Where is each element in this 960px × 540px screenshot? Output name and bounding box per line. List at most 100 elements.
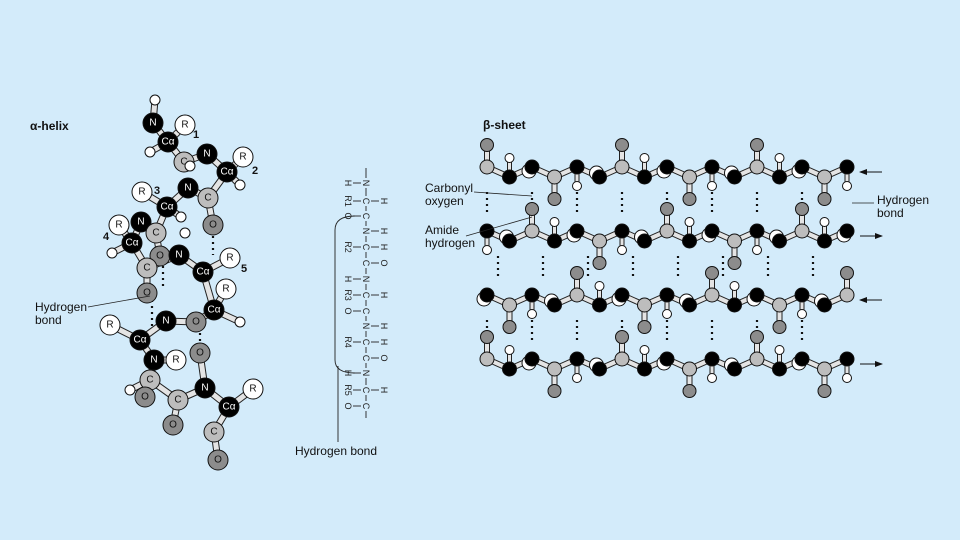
beta-strand-2	[479, 202, 855, 270]
r-group-label: R	[222, 284, 229, 295]
r-group-label: R	[106, 320, 113, 331]
alpha-carbon-atom	[192, 261, 214, 283]
carbonyl-carbon-atom	[682, 169, 697, 185]
nitrogen-atom	[592, 169, 607, 185]
chain-atom-bg	[361, 178, 371, 188]
hydrogen-atom	[639, 153, 650, 163]
carbonyl-carbon-atom	[136, 257, 158, 279]
r-group-label: R	[138, 187, 145, 198]
carbonyl-carbon-atom	[479, 159, 495, 175]
sheet-strands	[476, 138, 855, 398]
nitrogen-atom	[547, 297, 562, 313]
chain-atom: N	[361, 370, 371, 377]
chain-atom-bg	[361, 321, 371, 331]
hydrogen-atom	[504, 345, 515, 355]
hydrogen-atom	[617, 245, 627, 255]
nitrogen-atom	[177, 177, 199, 199]
alpha-carbon-label: Cα	[160, 202, 173, 213]
r-group-atom	[165, 349, 187, 371]
chain-atom-bg	[361, 226, 371, 236]
nitrogen-atom	[502, 233, 517, 249]
carbonyl-carbon-label: C	[210, 427, 217, 438]
chain-atom: C	[361, 198, 371, 205]
oxygen-atom	[660, 202, 674, 216]
chain-atom: N	[361, 276, 371, 283]
alpha-carbon-atom	[156, 196, 178, 218]
r-group-label: R	[226, 253, 233, 264]
hydrogen-atom	[594, 281, 605, 291]
oxygen-atom	[480, 138, 494, 152]
oxygen-atom	[207, 449, 229, 471]
carbonyl-carbon-label: C	[180, 157, 187, 168]
residue-number-4: 4	[103, 231, 110, 243]
oxygen-atom	[134, 386, 156, 408]
oxygen-atom	[189, 342, 211, 364]
chain-atom: C	[361, 387, 371, 394]
r-group-label: R	[172, 355, 179, 366]
oxygen-label: O	[209, 220, 217, 231]
carbonyl-carbon-atom	[547, 361, 562, 377]
oxygen-atom	[795, 202, 809, 216]
nitrogen-atom	[592, 297, 607, 313]
nitrogen-atom	[839, 351, 855, 367]
alpha-carbon-atom	[121, 232, 143, 254]
residue-number-3: 3	[154, 185, 160, 197]
nitrogen-atom	[143, 349, 165, 371]
chain-atom: C	[361, 244, 371, 251]
nitrogen-atom	[682, 297, 697, 313]
oxygen-atom	[772, 320, 787, 334]
nitrogen-atom	[196, 143, 218, 165]
r-group-atom	[242, 378, 264, 400]
chain-left-group: R5	[343, 384, 353, 396]
carbonyl-carbon-atom	[817, 169, 832, 185]
carbonyl-carbon-label: C	[204, 193, 211, 204]
nitrogen-label: N	[162, 316, 169, 327]
chain-atom-bg	[361, 337, 371, 347]
nitrogen-atom	[637, 233, 652, 249]
nitrogen-label: N	[203, 149, 210, 160]
nitrogen-atom	[794, 287, 810, 303]
nitrogen-atom	[614, 223, 630, 239]
hydrogen-atom	[184, 160, 196, 172]
hydrogen-atom	[179, 227, 191, 239]
oxygen-atom	[817, 192, 832, 206]
beta-sheet-model: β-sheet Carbonyl oxygen Amide hydrogen H…	[425, 118, 929, 398]
nitrogen-atom	[168, 244, 190, 266]
chain-atom: C	[361, 339, 371, 346]
strand-direction-arrows	[859, 169, 883, 367]
oxygen-atom	[817, 384, 832, 398]
hydrogen-atom	[234, 179, 246, 191]
r-group-label: R	[239, 152, 246, 163]
chain-right-group: H	[379, 244, 389, 251]
hydrogen-atom	[752, 245, 762, 255]
chain-right-group: H	[379, 292, 389, 299]
oxygen-label: O	[196, 348, 204, 359]
alpha-carbon-label: Cα	[125, 238, 138, 249]
hydrogen-atom	[124, 384, 136, 396]
nitrogen-atom	[524, 159, 540, 175]
hydrogen-atom	[842, 373, 852, 383]
carbonyl-carbon-atom	[569, 287, 585, 303]
nitrogen-atom	[772, 169, 787, 185]
r-group-atom	[215, 278, 237, 300]
hydrogen-atom	[707, 181, 717, 191]
chain-atom: C	[361, 260, 371, 267]
oxygen-atom	[592, 256, 607, 270]
carbonyl-carbon-atom	[704, 287, 720, 303]
hydrogen-atom	[572, 373, 582, 383]
chain-left-group: H	[343, 180, 353, 187]
carbonyl-carbon-atom	[145, 222, 167, 244]
nitrogen-atom	[547, 233, 562, 249]
chain-right-group: H	[379, 323, 389, 330]
oxygen-atom	[682, 384, 697, 398]
hydrogen-atom	[774, 153, 785, 163]
oxygen-atom	[480, 330, 494, 344]
carbonyl-carbon-label: C	[143, 263, 150, 274]
residue-number-5: 5	[241, 263, 247, 275]
nitrogen-label: N	[201, 383, 208, 394]
chain-hbond-bracket	[334, 215, 356, 374]
alpha-carbon-atom	[218, 396, 240, 418]
hydrogen-atom	[639, 345, 650, 355]
